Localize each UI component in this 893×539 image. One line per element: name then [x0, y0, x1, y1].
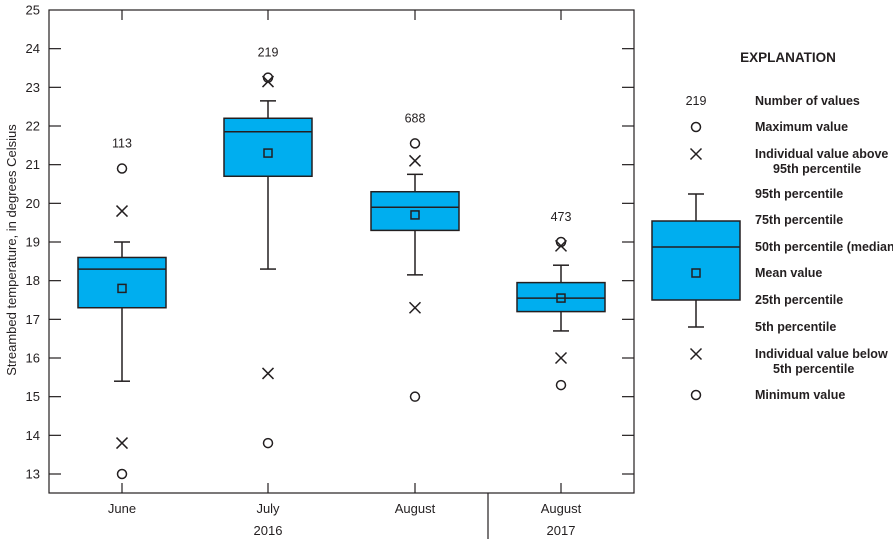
legend-mean-square-icon	[691, 268, 701, 278]
legend-low-outlier-x-icon	[689, 347, 703, 361]
y-tick-label: 22	[26, 119, 40, 134]
low-outlier-marker	[554, 351, 568, 365]
y-tick-label: 14	[26, 428, 40, 443]
count-label: 688	[405, 111, 426, 125]
y-tick-label: 17	[26, 312, 40, 327]
box-june-2016: 113	[77, 137, 167, 480]
y-tick-label: 19	[26, 235, 40, 250]
y-axis-title: Streambed temperature, in degrees Celsiu…	[4, 124, 19, 376]
y-tick-label: 20	[26, 196, 40, 211]
max-marker	[116, 163, 128, 174]
legend-low-outlier-label-2: 5th percentile	[773, 362, 854, 376]
legend-p5-label: 5th percentile	[755, 320, 836, 334]
legend-max-label: Maximum value	[755, 120, 848, 134]
x-tick-label: August	[541, 501, 582, 516]
legend-high-outlier-label-2: 95th percentile	[773, 162, 861, 176]
low-outlier-marker	[261, 367, 275, 380]
high-outlier-marker	[408, 154, 422, 167]
box-august-2017: 473	[516, 210, 606, 391]
x-tick-label: June	[108, 501, 136, 516]
legend-high-outlier-x-icon	[689, 147, 703, 161]
legend-p75-label: 75th percentile	[755, 213, 843, 227]
legend-p95-label: 95th percentile	[755, 187, 843, 201]
mean-marker	[263, 148, 273, 158]
legend-mean-label: Mean value	[755, 266, 822, 280]
x-tick-label: August	[395, 501, 436, 516]
min-marker	[555, 379, 567, 391]
y-tick-label: 24	[26, 41, 40, 56]
legend-title: EXPLANATION	[740, 50, 836, 65]
box-july-2016: 219	[223, 46, 313, 449]
iqr-box	[516, 281, 606, 313]
iqr-box	[77, 256, 167, 309]
low-outlier-marker	[408, 301, 422, 314]
count-label: 473	[551, 210, 572, 224]
y-tick-label: 16	[26, 351, 40, 366]
x-group-label: 2016	[254, 523, 283, 538]
low-outlier-marker	[115, 437, 129, 450]
plot-frame	[48, 9, 635, 494]
mean-marker	[117, 283, 127, 294]
y-tick-label: 15	[26, 389, 40, 404]
legend-count-label: Number of values	[755, 94, 860, 108]
max-marker	[262, 72, 274, 83]
high-outlier-marker	[115, 205, 129, 218]
x-group-label: 2017	[547, 523, 576, 538]
max-marker	[555, 236, 567, 248]
legend-box	[651, 220, 741, 301]
min-marker	[262, 437, 274, 449]
y-tick-label: 25	[26, 3, 40, 18]
legend-min-label: Minimum value	[755, 388, 845, 402]
box-august-2016: 688	[370, 111, 460, 402]
y-tick-label: 21	[26, 157, 40, 172]
legend-high-outlier-label-1: Individual value above	[755, 147, 888, 161]
y-tick-label: 23	[26, 80, 40, 95]
legend-max-circle-icon	[690, 121, 702, 133]
legend-min-circle-icon	[690, 389, 702, 401]
legend-median-label: 50th percentile (median)	[755, 240, 893, 254]
count-label: 219	[258, 46, 279, 60]
legend-count-symbol: 219	[686, 94, 707, 108]
iqr-box	[223, 117, 313, 178]
max-marker	[409, 138, 421, 149]
y-tick-label: 18	[26, 273, 40, 288]
boxes: 113 219 688 473	[77, 46, 606, 480]
mean-marker	[556, 293, 566, 303]
mean-marker	[410, 210, 420, 220]
min-marker	[116, 468, 128, 480]
count-label: 113	[112, 137, 132, 151]
min-marker	[409, 391, 421, 402]
legend-p25-label: 25th percentile	[755, 293, 843, 307]
y-tick-label: 13	[26, 467, 40, 482]
x-tick-label: July	[256, 501, 280, 516]
legend: EXPLANATION 219 Number of values Maximum…	[651, 50, 893, 402]
legend-low-outlier-label-1: Individual value below	[755, 347, 888, 361]
x-axis: June July August 2016 August 2017	[108, 10, 582, 539]
y-axis: 13 14 15 16 17 18 19 20 21 22 23 24 25	[26, 3, 634, 482]
